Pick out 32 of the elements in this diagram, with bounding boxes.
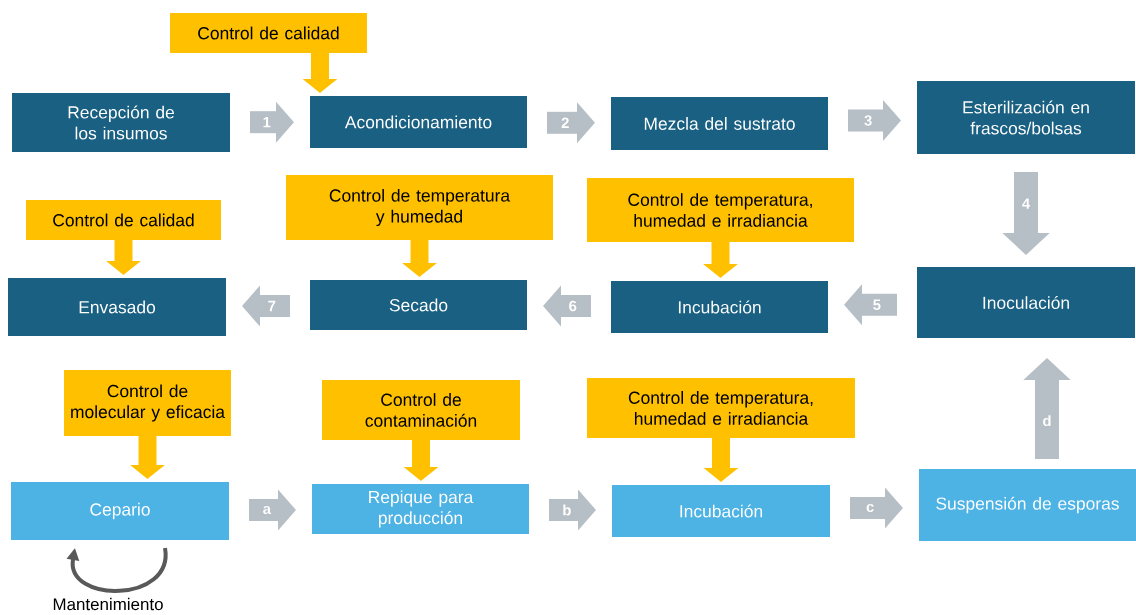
edge-label: 1: [261, 116, 272, 129]
edge-label: 6: [567, 299, 578, 313]
edge-label: 3: [863, 114, 874, 127]
edge-label: a: [261, 504, 272, 516]
process-box: Incubación: [612, 485, 830, 537]
process-box: Incubación: [611, 281, 828, 333]
process-box: Cepario: [11, 482, 229, 540]
loop-arrow: [66, 547, 168, 593]
edge-label: 7: [266, 299, 277, 313]
edge-label: d: [1041, 414, 1053, 428]
callout-box: Control de calidad: [26, 200, 221, 240]
process-box: Recepción de los insumos: [12, 93, 230, 152]
process-box: Secado: [310, 280, 527, 330]
callout-box: Control de temperatura y humedad: [286, 175, 553, 240]
edge-label: 5: [871, 298, 882, 311]
edge-label: c: [865, 502, 876, 514]
process-box: Inoculación: [917, 267, 1135, 338]
process-box: Envasado: [8, 278, 226, 336]
process-box: Repique para producción: [312, 484, 529, 534]
process-box: Acondicionamiento: [310, 96, 527, 148]
callout-box: Control de temperatura, humedad e irradiancia: [587, 178, 854, 242]
edge-label: Mantenimiento: [53, 597, 163, 611]
process-box: Esterilización en frascos/bolsas: [917, 81, 1135, 154]
process-box: Suspensión de esporas: [919, 469, 1136, 541]
callout-box: Control de molecular y eficacia: [64, 370, 231, 436]
callout-box: Control de calidad: [170, 13, 367, 53]
edge-label: 4: [1020, 197, 1032, 210]
edge-label: 2: [560, 116, 571, 129]
process-box: Mezcla del sustrato: [611, 97, 828, 150]
edge-label: b: [561, 503, 573, 517]
callout-box: Control de contaminación: [322, 380, 520, 440]
callout-box: Control de temperatura, humedad e irradiancia: [587, 378, 855, 438]
